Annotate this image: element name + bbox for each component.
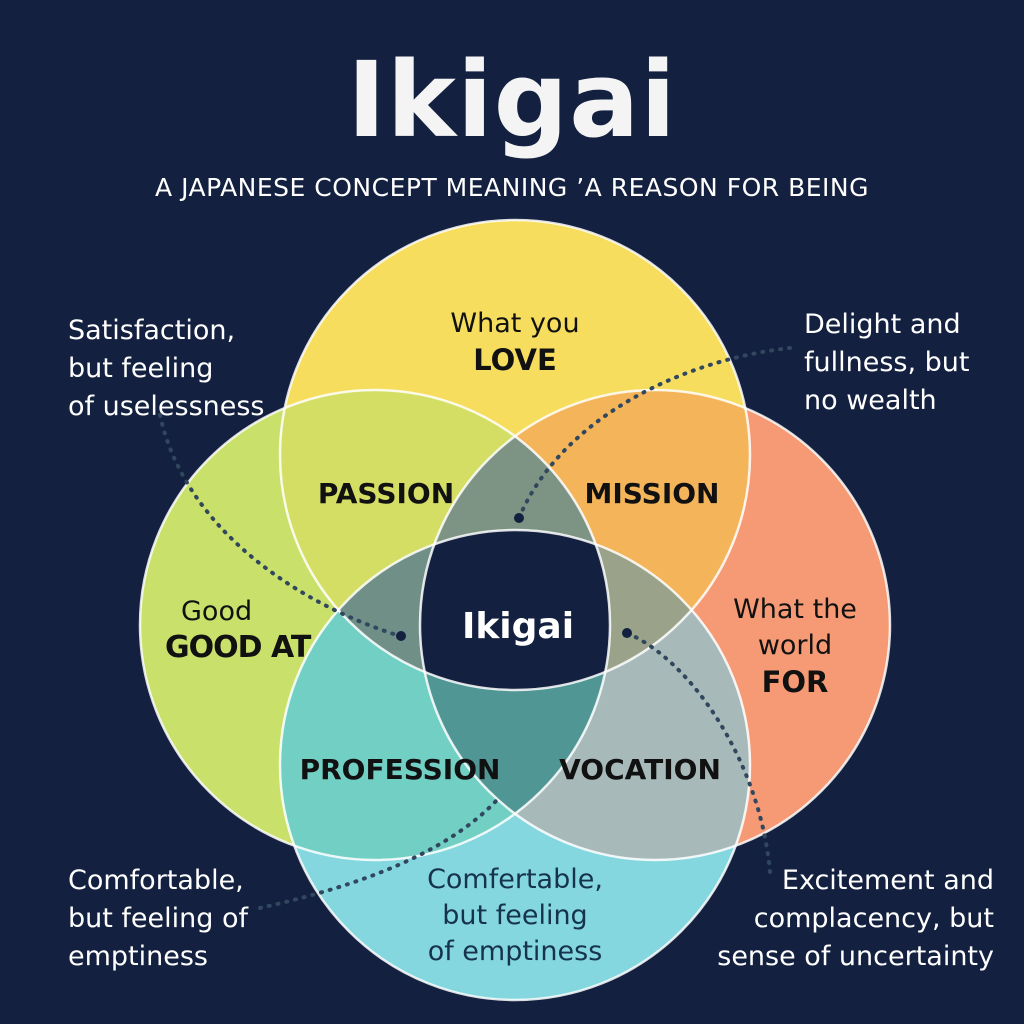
label-passion: PASSION [317,477,455,510]
label-good-at-line2: GOOD AT [165,630,311,665]
note-top-right: Delight and fullness, but no wealth [804,309,970,416]
note-bottom-left: Comfortable, but feeling of emptiness [68,865,249,972]
good-paid-love-region [280,530,610,690]
ikigai-center-label: Ikigai [461,606,575,647]
label-good-at-line1: Good [181,596,253,627]
connector-top-right [517,346,792,520]
label-love: What you LOVE [415,306,615,378]
label-world-line1: What the world [733,594,857,661]
page-subtitle: A JAPANESE CONCEPT MEANING ’A REASON FOR… [155,173,869,202]
label-world-line2: FOR [761,665,829,699]
dot-vocation-triple [622,628,632,638]
label-vocation: VOCATION [559,753,721,786]
note-bottom-right: Excitement and complacency, but sense of… [717,865,994,972]
label-love-line2: LOVE [473,343,557,377]
dot-profession-triple [396,631,406,641]
love-outline [278,218,752,692]
label-profession: PROFESSION [299,753,501,786]
good-at-outline [138,388,612,862]
label-world: What the world FOR [710,592,880,700]
world-love-paid-region [420,530,750,690]
love-good-world-region [420,390,610,690]
paid-outline [278,528,752,1002]
note-top-left: Satisfaction, but feeling of uselessness [68,315,265,422]
label-love-line1: What you [450,308,580,339]
connector-bottom-right [625,631,772,874]
label-paid-line1: Comfertable, but feeling of emptiness [427,864,603,967]
world-outline [418,388,892,862]
label-good-at: Good GOOD AT [165,594,345,666]
dot-passion-triple [514,513,524,523]
label-paid: Comfertable, but feeling of emptiness [405,862,625,970]
connector-top-left [158,413,402,638]
page-title: Ikigai [347,39,677,161]
good-world-paid-region [420,530,610,860]
label-mission: MISSION [584,477,720,510]
